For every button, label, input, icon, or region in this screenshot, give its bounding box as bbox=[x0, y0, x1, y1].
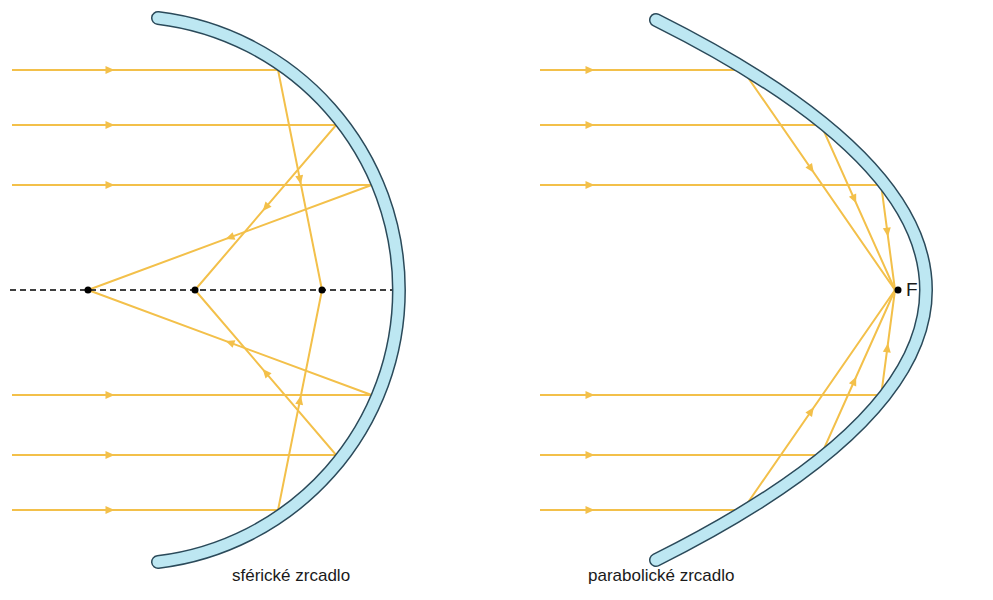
focus-label: F bbox=[906, 279, 918, 301]
mirror-caption: sférické zrcadlo bbox=[232, 566, 350, 586]
ray-arrowhead bbox=[586, 121, 595, 129]
ray-arrowhead bbox=[805, 407, 813, 417]
ray-arrowhead bbox=[849, 377, 856, 387]
light-ray bbox=[12, 290, 322, 510]
ray-arrowhead bbox=[106, 506, 115, 514]
ray-arrowhead bbox=[586, 451, 595, 459]
ray-arrowhead bbox=[226, 232, 236, 240]
ray-arrowhead bbox=[106, 121, 115, 129]
ray-arrowhead bbox=[295, 175, 303, 185]
ray-arrowhead bbox=[586, 391, 595, 399]
parabolic-mirror bbox=[656, 20, 926, 560]
ray-arrowhead bbox=[805, 163, 813, 173]
light-ray bbox=[12, 125, 336, 290]
light-ray bbox=[540, 290, 895, 395]
focal-point bbox=[319, 287, 326, 294]
ray-arrowhead bbox=[586, 66, 595, 74]
ray-arrowhead bbox=[106, 451, 115, 459]
focal-point bbox=[85, 287, 92, 294]
ray-arrowhead bbox=[586, 181, 595, 189]
optical-axis bbox=[10, 289, 398, 290]
light-ray bbox=[540, 125, 895, 290]
light-ray bbox=[540, 185, 895, 290]
light-ray bbox=[12, 290, 372, 395]
ray-arrowhead bbox=[586, 506, 595, 514]
mirror-outline bbox=[158, 18, 399, 562]
ray-arrowhead bbox=[226, 340, 236, 348]
ray-arrowhead bbox=[106, 181, 115, 189]
focal-point bbox=[192, 287, 199, 294]
ray-arrowhead bbox=[883, 227, 891, 236]
ray-arrowhead bbox=[263, 369, 272, 378]
ray-arrowhead bbox=[295, 396, 303, 406]
ray-arrowhead bbox=[106, 391, 115, 399]
light-ray bbox=[12, 70, 322, 290]
light-ray bbox=[540, 70, 895, 290]
ray-arrowhead bbox=[263, 201, 272, 210]
mirror-outline bbox=[656, 20, 926, 560]
ray-arrowhead bbox=[883, 343, 891, 352]
light-ray bbox=[540, 290, 895, 510]
focal-points bbox=[85, 287, 902, 294]
focal-point bbox=[895, 287, 902, 294]
spherical-mirror bbox=[158, 18, 399, 562]
ray-arrowhead bbox=[849, 194, 856, 204]
mirror-caption: parabolické zrcadlo bbox=[588, 566, 734, 586]
ray-arrowhead bbox=[106, 66, 115, 74]
light-ray bbox=[12, 290, 336, 455]
light-ray bbox=[540, 290, 895, 455]
light-ray bbox=[12, 185, 372, 290]
